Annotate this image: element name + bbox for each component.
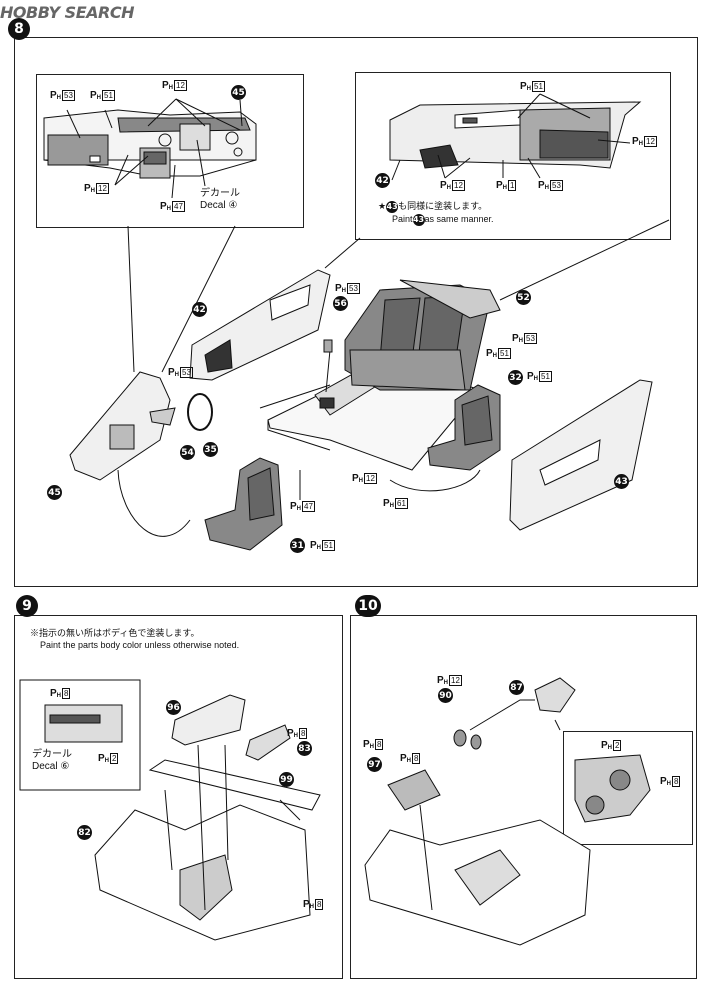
part-number: 99 [279, 772, 294, 787]
part-number: 90 [438, 688, 453, 703]
part-number: 31 [290, 538, 305, 553]
decal-label: デカール Decal ④ [200, 188, 240, 211]
step-9-number: 9 [16, 595, 38, 617]
part-number: 54 [180, 445, 195, 460]
part-number: 83 [297, 741, 312, 756]
step-9-note: ※指示の無い所はボディ色で塗装します。 Paint the parts body… [30, 628, 240, 650]
step-8-number: 8 [8, 18, 30, 40]
part-number: 87 [509, 680, 524, 695]
part-number: 82 [77, 825, 92, 840]
logo-text: HOBBY SEARCH [0, 2, 134, 22]
decal-label: デカール Decal ⑥ [32, 749, 72, 772]
callout-line [127, 225, 135, 373]
part-number: 52 [516, 290, 531, 305]
part-number: 35 [203, 442, 218, 457]
part-number: 43 [614, 474, 629, 489]
part-number: 97 [367, 757, 382, 772]
part-number: 96 [166, 700, 181, 715]
part-number: 42 [192, 302, 207, 317]
part-number: 42 [375, 173, 390, 188]
step-10-number: 10 [355, 595, 381, 617]
part-number: 56 [333, 296, 348, 311]
part-number: 32 [508, 370, 523, 385]
part-number: 45 [231, 85, 246, 100]
star-note: ★43も同様に塗装します。 Paint43as same manner. [378, 201, 494, 226]
hobby-search-logo: HOBBY SEARCH [0, 0, 134, 24]
part-number: 45 [47, 485, 62, 500]
